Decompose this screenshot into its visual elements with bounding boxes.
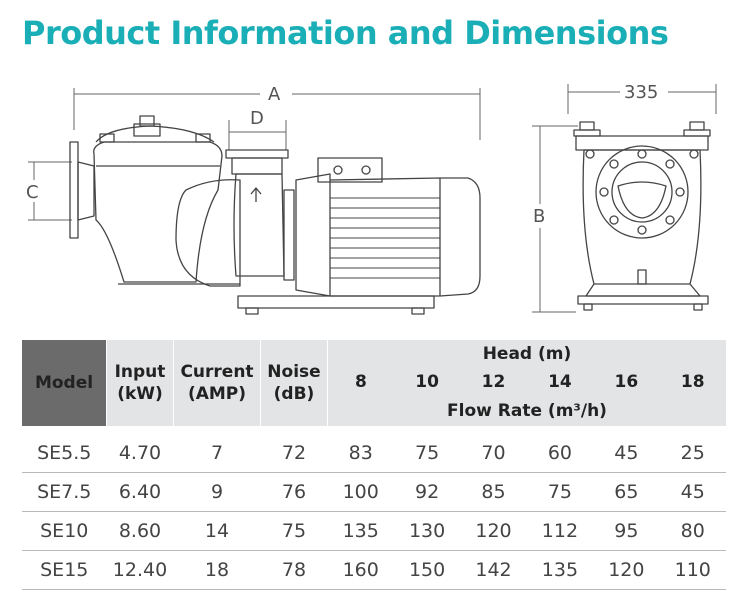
- dimension-b-line: [532, 125, 578, 313]
- model-cell: SE15: [22, 550, 107, 590]
- head-value: 18: [659, 368, 726, 396]
- flow-cell: 95: [593, 511, 660, 551]
- current-cell: 7: [173, 426, 261, 473]
- head-value: 16: [593, 368, 660, 396]
- noise-cell: 78: [260, 550, 328, 590]
- flow-rate-header: Flow Rate (m³/h): [327, 396, 726, 426]
- noise-cell: 75: [260, 511, 328, 551]
- flow-cell: 83: [327, 426, 394, 473]
- flow-cell: 45: [659, 472, 726, 512]
- dimension-width-line: [567, 84, 717, 114]
- dimension-d-line: [228, 120, 287, 150]
- table-row: SE5.5 4.70 7 72 83 75 70 60 45 25: [22, 426, 726, 473]
- flow-cell: 85: [460, 472, 527, 512]
- flow-cell: 92: [393, 472, 461, 512]
- flow-cell: 60: [526, 426, 594, 473]
- dimension-c-label: C: [26, 182, 39, 203]
- flow-cell: 150: [393, 550, 461, 590]
- input-cell: 6.40: [106, 472, 174, 512]
- noise-cell: 72: [260, 426, 328, 473]
- flow-cell: 100: [327, 472, 394, 512]
- noise-header: Noise(dB): [260, 340, 328, 426]
- head-value: 14: [526, 368, 594, 396]
- model-header: Model: [22, 340, 107, 426]
- input-cell: 8.60: [106, 511, 174, 551]
- dimension-width-label: 335: [624, 82, 658, 103]
- dimension-d-label: D: [250, 108, 264, 129]
- flow-cell: 135: [526, 550, 594, 590]
- current-cell: 14: [173, 511, 261, 551]
- dimension-c-line: [28, 161, 72, 221]
- flow-cell: 75: [526, 472, 594, 512]
- dimension-a-line: [73, 88, 481, 140]
- table-row: SE10 8.60 14 75 135 130 120 112 95 80: [22, 511, 726, 551]
- current-header: Current(AMP): [173, 340, 261, 426]
- input-cell: 12.40: [106, 550, 174, 590]
- flow-cell: 75: [393, 426, 461, 473]
- head-value: 8: [326, 368, 394, 396]
- current-cell: 18: [173, 550, 261, 590]
- flow-cell: 160: [327, 550, 394, 590]
- head-header: Head (m): [327, 340, 726, 368]
- input-header: Input(kW): [106, 340, 174, 426]
- flow-cell: 110: [659, 550, 726, 590]
- current-cell: 9: [173, 472, 261, 512]
- flow-cell: 130: [393, 511, 461, 551]
- flow-cell: 120: [593, 550, 660, 590]
- spec-table: Model Input(kW) Current(AMP) Noise(dB) H…: [22, 340, 726, 590]
- flow-cell: 135: [327, 511, 394, 551]
- model-cell: SE10: [22, 511, 107, 551]
- flow-cell: 45: [593, 426, 660, 473]
- flow-cell: 142: [460, 550, 527, 590]
- head-value: 12: [460, 368, 527, 396]
- model-cell: SE7.5: [22, 472, 107, 512]
- noise-cell: 76: [260, 472, 328, 512]
- pump-side-view: [69, 115, 481, 315]
- flow-cell: 65: [593, 472, 660, 512]
- model-cell: SE5.5: [22, 426, 107, 473]
- pump-dimension-drawing: A D C 335 B: [0, 70, 749, 330]
- page-title: Product Information and Dimensions: [22, 14, 669, 52]
- flow-cell: 25: [659, 426, 726, 473]
- flow-cell: 120: [460, 511, 527, 551]
- table-row: SE7.5 6.40 9 76 100 92 85 75 65 45: [22, 472, 726, 512]
- head-value: 10: [393, 368, 461, 396]
- input-cell: 4.70: [106, 426, 174, 473]
- flow-cell: 80: [659, 511, 726, 551]
- dimension-b-label: B: [533, 206, 545, 227]
- dimension-a-label: A: [268, 84, 281, 105]
- pump-front-view: [573, 121, 711, 311]
- flow-cell: 112: [526, 511, 594, 551]
- flow-cell: 70: [460, 426, 527, 473]
- table-row: SE15 12.40 18 78 160 150 142 135 120 110: [22, 550, 726, 590]
